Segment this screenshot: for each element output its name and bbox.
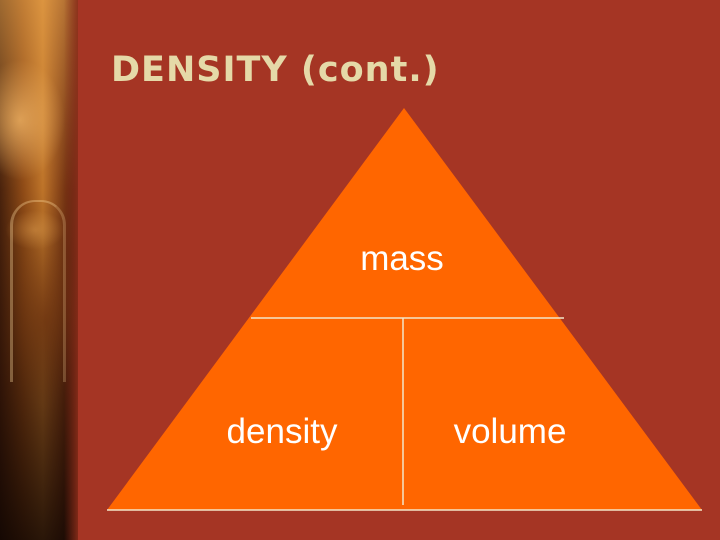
triangle-shape xyxy=(107,108,702,510)
volume-label: volume xyxy=(454,412,567,451)
mass-label: mass xyxy=(360,239,444,278)
density-label: density xyxy=(227,412,338,451)
